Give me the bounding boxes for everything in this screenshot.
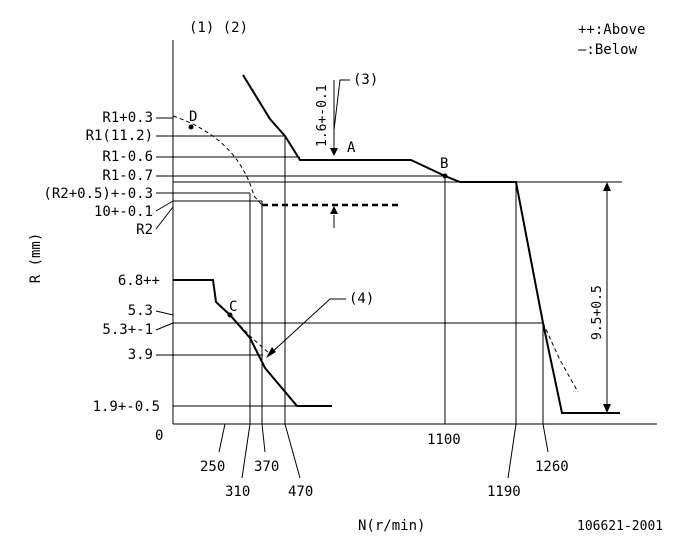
ylabel-r2-plus-05: (R2+0.5)+-0.3 [43, 186, 153, 202]
ylabel-19: 1.9+-0.5 [93, 399, 160, 415]
note3-label: (3) [353, 72, 378, 88]
leader-r2 [155, 206, 174, 230]
dim-95-label: 9.5+0.5 [590, 285, 605, 340]
xleader-370 [261, 423, 266, 453]
ylabel-r1-minus-07: R1-0.7 [102, 168, 153, 184]
dim-95-arrow-bottom [603, 404, 611, 413]
xlabel-1260: 1260 [535, 459, 569, 475]
xleader-250 [218, 423, 226, 453]
xleader-470 [284, 423, 301, 479]
xleader-1190 [507, 423, 517, 479]
leader-10-tol [155, 200, 174, 212]
legend-below: —:Below [578, 42, 638, 58]
xlabel-250: 250 [200, 459, 225, 475]
xlabel-370: 370 [254, 459, 279, 475]
ylabel-53-tol: 5.3+-1 [102, 322, 153, 338]
ylabel-r1-plus-03: R1+0.3 [102, 110, 153, 126]
dashed-curve-4 [229, 314, 271, 355]
dim-16-label: 1.6+-0.1 [315, 84, 330, 147]
dim-16-arrow-bottom [330, 206, 338, 214]
point-d-label: D [189, 109, 197, 125]
dashed-curve-right [542, 322, 579, 393]
leader-53-tol [155, 322, 174, 331]
point-c-label: C [229, 299, 237, 315]
curve-lower [173, 279, 332, 407]
ylabel-10-tol: 10+-0.1 [94, 204, 153, 220]
origin-label: 0 [155, 428, 163, 444]
legend-above: ++:Above [578, 22, 645, 38]
notes-label: (1) (2) [189, 20, 248, 36]
leader-note4 [269, 298, 346, 355]
ylabel-39: 3.9 [128, 347, 153, 363]
point-a-label: A [347, 140, 356, 156]
dim-95-arrow-top [603, 182, 611, 191]
point-b-label: B [440, 156, 448, 172]
drawing-number: 106621-2001 [577, 519, 663, 534]
xlabel-1190: 1190 [487, 484, 521, 500]
xleader-1260 [542, 423, 549, 453]
xlabel-310: 310 [225, 484, 250, 500]
xleader-310 [241, 423, 251, 479]
ylabel-68: 6.8++ [118, 273, 160, 289]
curve-upper [242, 74, 620, 414]
dim-16-arrow-top [330, 148, 338, 156]
note4-arrow [266, 347, 276, 358]
ylabel-r1-112: R1(11.2) [86, 128, 153, 144]
point-c-marker [227, 312, 233, 318]
leader-53 [155, 310, 174, 316]
point-d-marker [188, 124, 194, 130]
leader-note3 [333, 79, 350, 131]
y-axis-label: R (mm) [28, 233, 44, 284]
note4-label: (4) [349, 291, 374, 307]
ylabel-r2: R2 [136, 222, 153, 238]
dashed-curve-d [172, 115, 263, 206]
point-b-marker [442, 173, 448, 179]
x-axis-label: N(r/min) [358, 518, 425, 534]
ylabel-r1-minus-06: R1-0.6 [102, 149, 153, 165]
xlabel-1100: 1100 [427, 432, 461, 448]
xlabel-470: 470 [288, 484, 313, 500]
ylabel-53: 5.3 [128, 303, 153, 319]
